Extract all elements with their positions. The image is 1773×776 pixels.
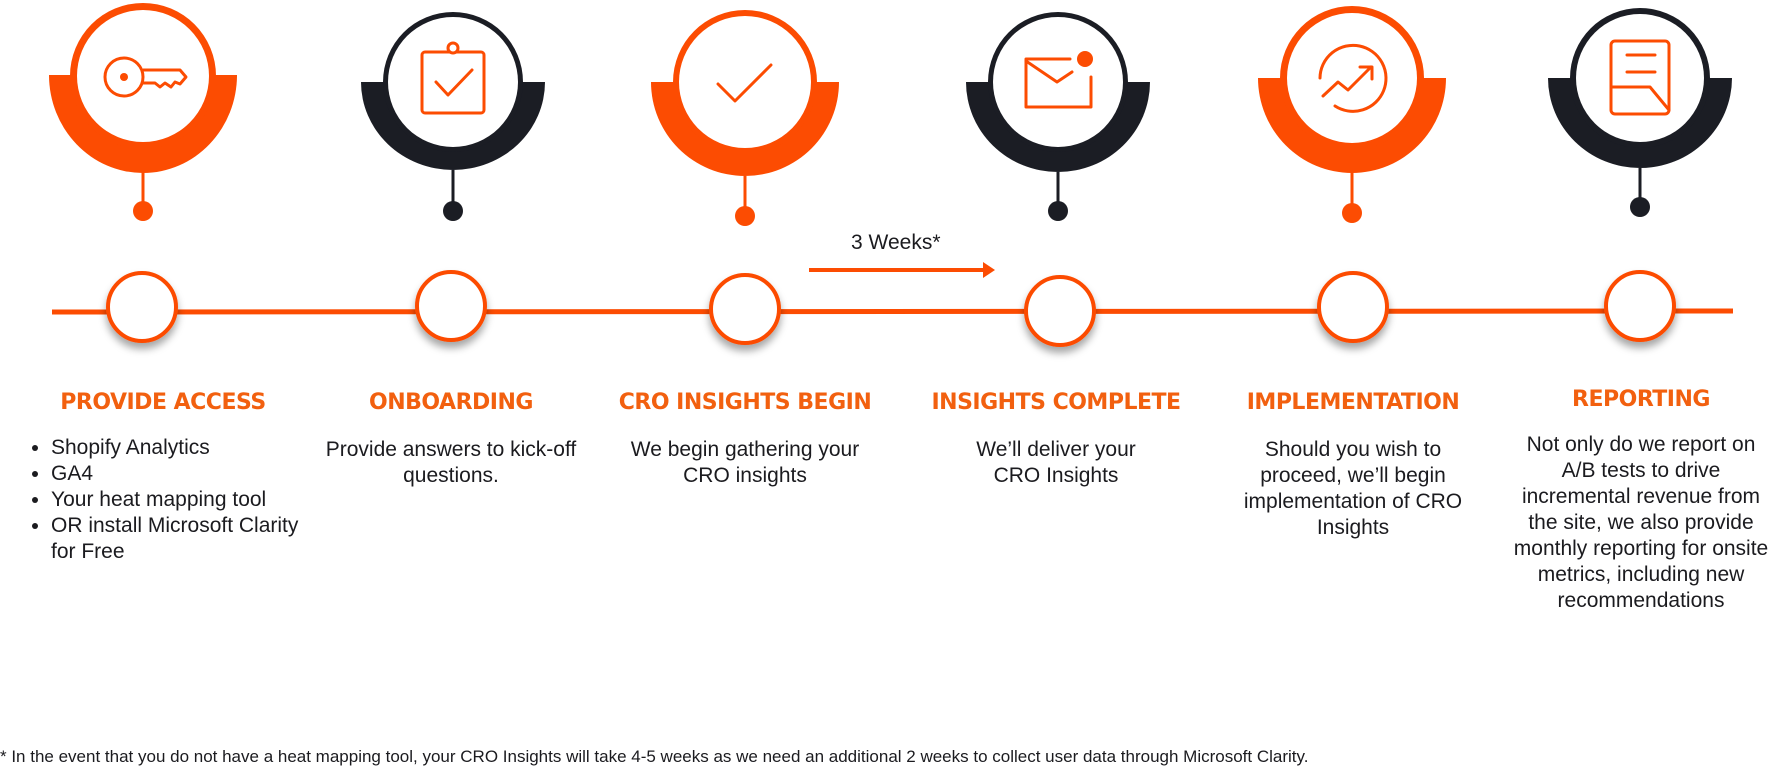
- step-icon-cro-insights-begin: [651, 10, 839, 226]
- step-icon-provide-access: [49, 3, 237, 221]
- step-description: We begin gathering your CRO insights: [630, 438, 860, 487]
- step-description: We’ll deliver your CRO Insights: [976, 438, 1136, 487]
- timeline-node-provide-access: [106, 271, 178, 343]
- step-title: INSIGHTS COMPLETE: [931, 390, 1181, 415]
- timeline-node-implementation: [1317, 271, 1389, 343]
- list-item: OR install Microsoft Clarity for Free: [51, 513, 308, 565]
- checkmark-icon: [716, 63, 773, 103]
- step-icon-insights-complete: [966, 12, 1150, 221]
- mail-notification-icon: [1024, 51, 1093, 109]
- step-provide-access: PROVIDE ACCESS Shopify Analytics GA4 You…: [18, 390, 308, 565]
- clipboard-check-icon: [420, 41, 486, 115]
- list-item: Your heat mapping tool: [51, 487, 308, 513]
- step-title: CRO INSIGHTS BEGIN: [618, 390, 872, 415]
- timeline-node-onboarding: [415, 270, 487, 342]
- report-document-icon: [1609, 39, 1671, 116]
- footnote: * In the event that you do not have a he…: [0, 747, 1309, 766]
- step-title: ONBOARDING: [369, 390, 533, 415]
- step-description: Not only do we report on A/B tests to dr…: [1513, 433, 1769, 612]
- list-item: Shopify Analytics: [51, 435, 308, 461]
- step-title: PROVIDE ACCESS: [60, 390, 266, 415]
- timeline-node-reporting: [1604, 270, 1676, 342]
- step-title: IMPLEMENTATION: [1246, 390, 1460, 415]
- step-insights-complete: INSIGHTS COMPLETE We’ll deliver your CRO…: [921, 390, 1191, 489]
- duration-arrow-icon: [809, 262, 995, 278]
- access-list: Shopify Analytics GA4 Your heat mapping …: [18, 435, 308, 565]
- timeline-node-insights-complete: [1024, 275, 1096, 347]
- step-onboarding: ONBOARDING Provide answers to kick-off q…: [311, 390, 591, 489]
- step-cro-insights-begin: CRO INSIGHTS BEGIN We begin gathering yo…: [610, 390, 880, 489]
- timeline-node-cro-insights-begin: [709, 273, 781, 345]
- step-icon-reporting: [1548, 8, 1732, 217]
- step-title: REPORTING: [1572, 387, 1710, 412]
- growth-chart-icon: [1318, 43, 1388, 113]
- key-icon: [103, 56, 188, 98]
- step-description: Provide answers to kick-off questions.: [325, 438, 577, 487]
- timeline-line: [51, 308, 1734, 315]
- step-icon-onboarding: [361, 12, 545, 221]
- duration-label: 3 Weeks*: [851, 231, 941, 254]
- list-item: GA4: [51, 461, 308, 487]
- step-implementation: IMPLEMENTATION Should you wish to procee…: [1218, 390, 1488, 541]
- step-reporting: REPORTING Not only do we report on A/B t…: [1512, 387, 1770, 614]
- step-description: Should you wish to proceed, we’ll begin …: [1243, 438, 1463, 539]
- step-icon-implementation: [1258, 6, 1446, 223]
